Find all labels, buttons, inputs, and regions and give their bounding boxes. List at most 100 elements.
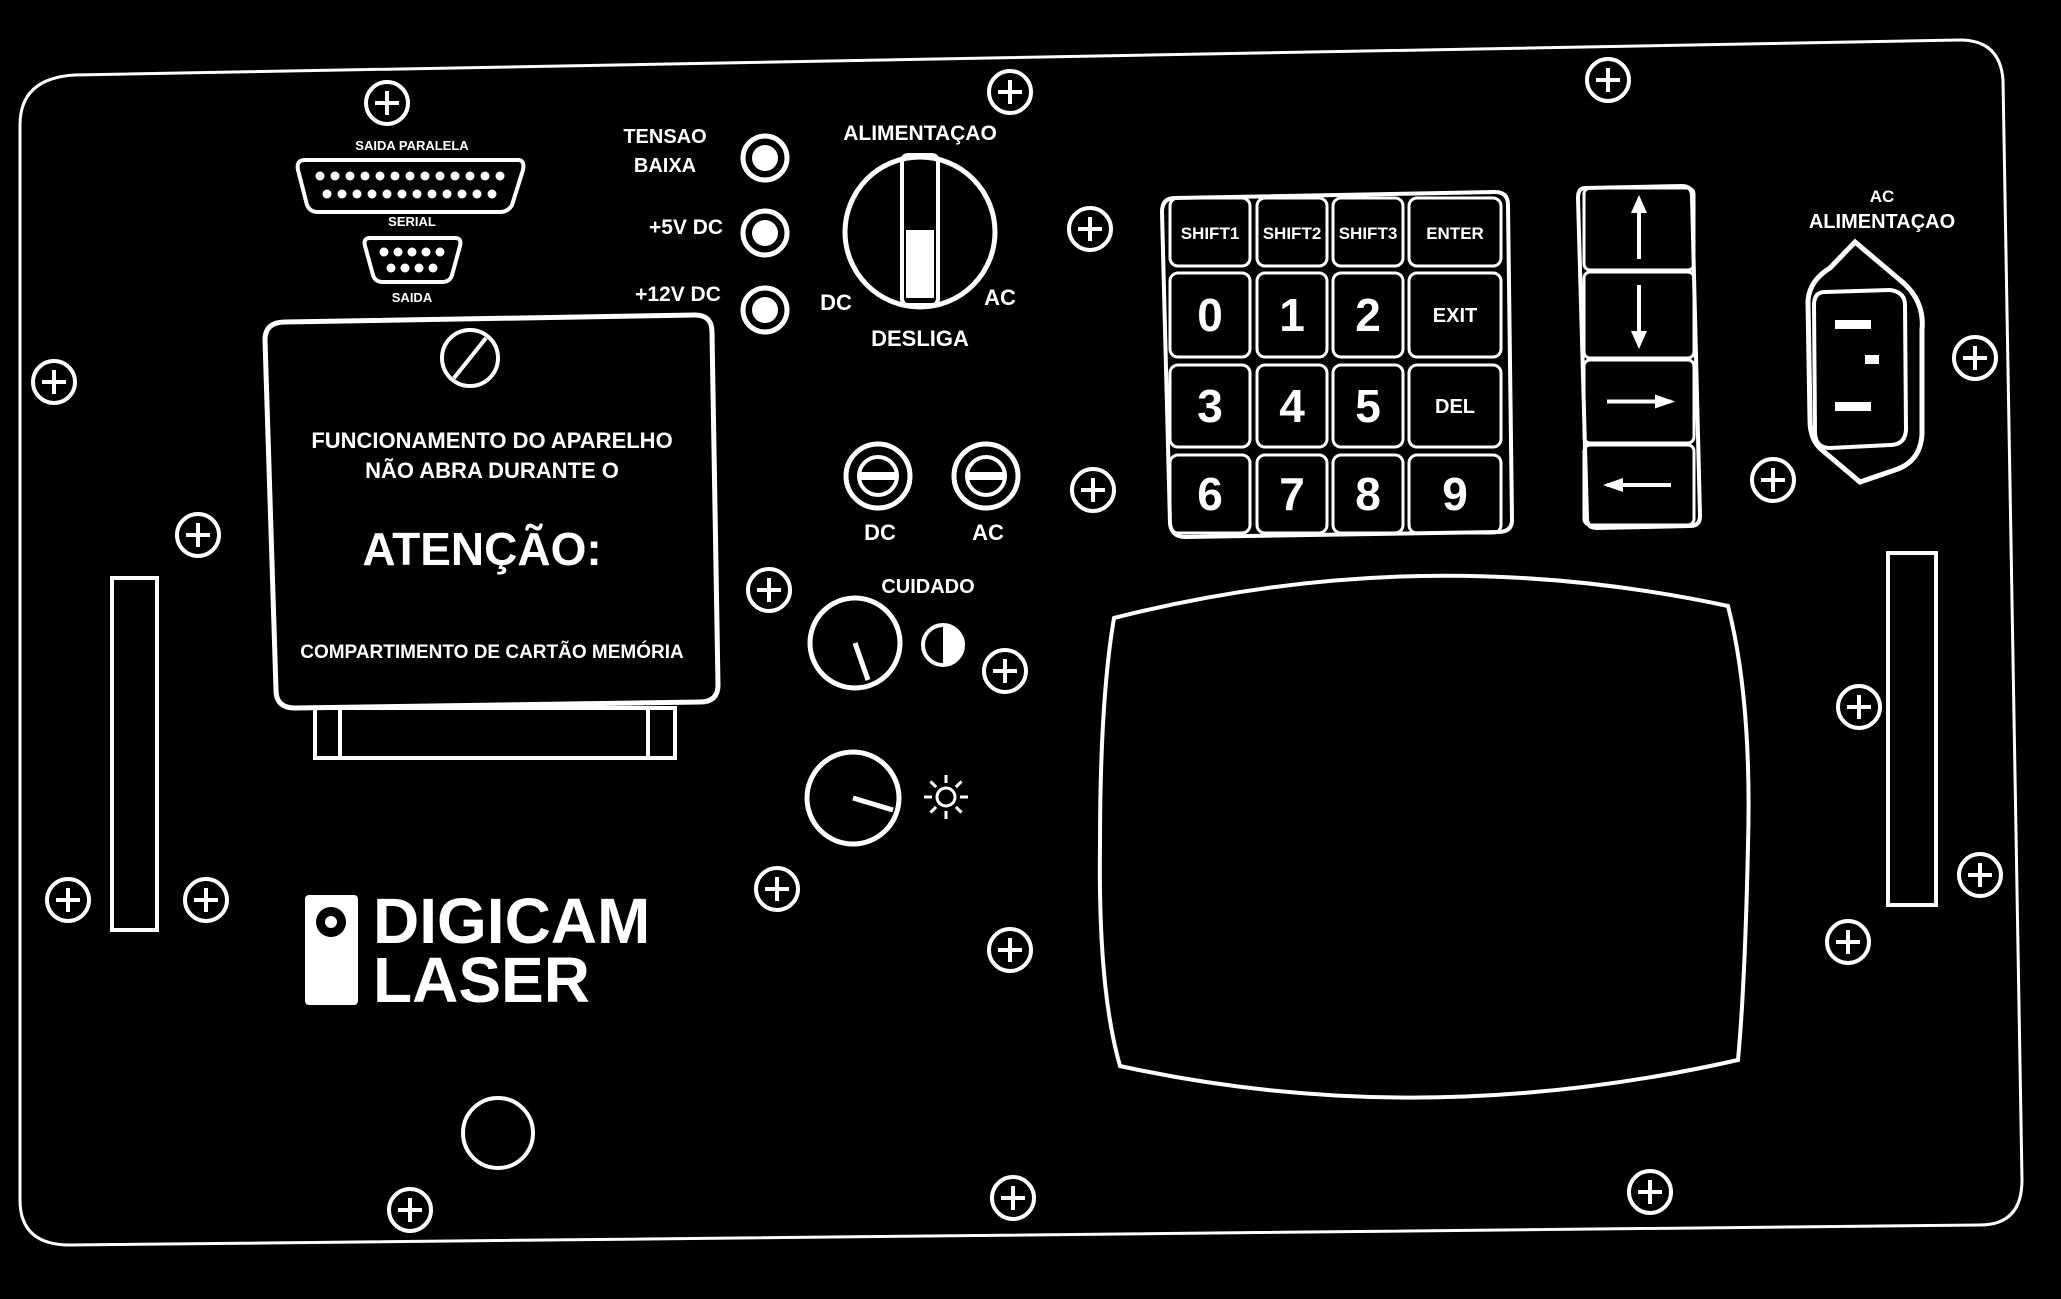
key-label: ENTER (1426, 224, 1484, 243)
key-2[interactable]: 2 (1331, 271, 1405, 359)
key-label: SHIFT2 (1263, 224, 1322, 243)
key-label: 9 (1442, 468, 1468, 520)
crt-screen (1097, 573, 1751, 1100)
low-voltage-label-2: BAIXA (634, 155, 696, 177)
low-voltage-label: TENSAO (623, 126, 706, 148)
left-slot (110, 576, 159, 932)
memory-warning-title: ATENÇÃO: (362, 523, 601, 575)
ac-label: AC (1870, 187, 1895, 206)
key-label: SHIFT1 (1181, 224, 1240, 243)
key-label: 5 (1355, 380, 1381, 432)
fuse-ac-label: AC (972, 520, 1004, 545)
key-4[interactable]: 4 (1255, 363, 1329, 449)
compartment-screw (440, 328, 500, 388)
key-label: 3 (1197, 380, 1223, 432)
key-5[interactable]: 5 (1331, 363, 1405, 449)
key-enter[interactable]: ENTER (1407, 196, 1503, 268)
screw-icon (1825, 919, 1871, 965)
fuse-ac (951, 441, 1021, 511)
key-8[interactable]: 8 (1331, 453, 1405, 535)
arrow-right-key[interactable] (1582, 358, 1696, 445)
led-12v (740, 285, 790, 335)
key-9[interactable]: 9 (1407, 453, 1503, 535)
screw-icon (183, 877, 229, 923)
led-5v (740, 208, 790, 258)
screw-icon (175, 512, 221, 558)
key-3[interactable]: 3 (1168, 363, 1252, 449)
fuse-dc (843, 441, 913, 511)
memory-warning-line-2: NÃO ABRA DURANTE O (365, 458, 619, 483)
switch-ac-label: AC (984, 285, 1016, 310)
key-label: 1 (1279, 289, 1305, 341)
screw-icon (990, 1175, 1036, 1221)
screw-icon (1067, 206, 1113, 252)
arrow-down-icon (1631, 285, 1647, 349)
switch-off-label: DESLIGA (871, 326, 969, 351)
switch-dc-label: DC (820, 290, 852, 315)
brand-laser: LASER (373, 944, 590, 1016)
contrast-icon (921, 623, 965, 667)
key-label: EXIT (1433, 305, 1477, 327)
screw-icon (1070, 467, 1116, 513)
caution-label: CUIDADO (881, 576, 974, 598)
memory-card-compartment (262, 312, 721, 760)
key-1[interactable]: 1 (1255, 271, 1329, 359)
screw-icon (746, 567, 792, 613)
key-shift1[interactable]: SHIFT1 (1168, 196, 1252, 268)
led-12v-label: +12V DC (635, 283, 721, 306)
key-6[interactable]: 6 (1168, 453, 1252, 535)
arrow-down-key[interactable] (1582, 270, 1696, 360)
contrast-knob[interactable] (807, 595, 903, 691)
arrow-right-icon (1607, 394, 1675, 409)
screw-icon (387, 1187, 433, 1233)
serial-port-label: SERIAL (388, 214, 436, 229)
fuse-dc-label: DC (864, 520, 896, 545)
bottom-hole (461, 1096, 535, 1170)
key-7[interactable]: 7 (1255, 453, 1329, 535)
screw-icon (987, 927, 1033, 973)
key-shift3[interactable]: SHIFT3 (1331, 196, 1405, 268)
arrow-keypad (1575, 183, 1703, 531)
brightness-icon (924, 775, 968, 819)
panel-outline (18, 38, 2024, 1247)
brightness-knob[interactable] (804, 749, 902, 847)
screw-icon (1750, 457, 1796, 503)
screw-icon (1627, 1169, 1673, 1215)
key-label: 7 (1279, 468, 1305, 520)
key-label: 8 (1355, 468, 1381, 520)
key-0[interactable]: 0 (1168, 271, 1252, 359)
screw-icon (987, 69, 1033, 115)
key-shift2[interactable]: SHIFT2 (1255, 196, 1329, 268)
power-rotary-switch[interactable] (842, 153, 998, 310)
power-switch-title: ALIMENTAÇAO (843, 122, 997, 145)
key-label: SHIFT3 (1339, 224, 1398, 243)
arrow-up-key[interactable] (1582, 186, 1696, 272)
memory-warning-line-1: FUNCIONAMENTO DO APARELHO (311, 428, 672, 453)
ac-power-inlet (1805, 238, 1925, 485)
screw-icon (1957, 852, 2003, 898)
key-exit[interactable]: EXIT (1407, 271, 1503, 359)
screw-icon (1952, 335, 1998, 381)
led-low-voltage (740, 133, 790, 183)
serial-port: SERIAL SAIDA (362, 214, 463, 305)
arrow-left-key[interactable] (1582, 443, 1696, 527)
screw-icon (31, 359, 77, 405)
key-label: 6 (1197, 468, 1223, 520)
key-del[interactable]: DEL (1407, 363, 1503, 449)
memory-card-label: COMPARTIMENTO DE CARTÃO MEMÓRIA (300, 641, 684, 663)
screw-icon (982, 648, 1028, 694)
brand-digicam: DIGICAM (373, 885, 650, 957)
screw-icon (1836, 684, 1882, 730)
screw-icon (364, 80, 410, 126)
key-label: 4 (1279, 380, 1305, 432)
screw-icon (45, 877, 91, 923)
screw-icon (754, 866, 800, 912)
screws (31, 57, 2003, 1233)
right-slot (1886, 551, 1938, 907)
key-label: 2 (1355, 289, 1381, 341)
key-label: DEL (1435, 396, 1475, 418)
parallel-port: SAIDA PARALELA (295, 138, 526, 214)
led-5v-label: +5V DC (649, 216, 723, 239)
